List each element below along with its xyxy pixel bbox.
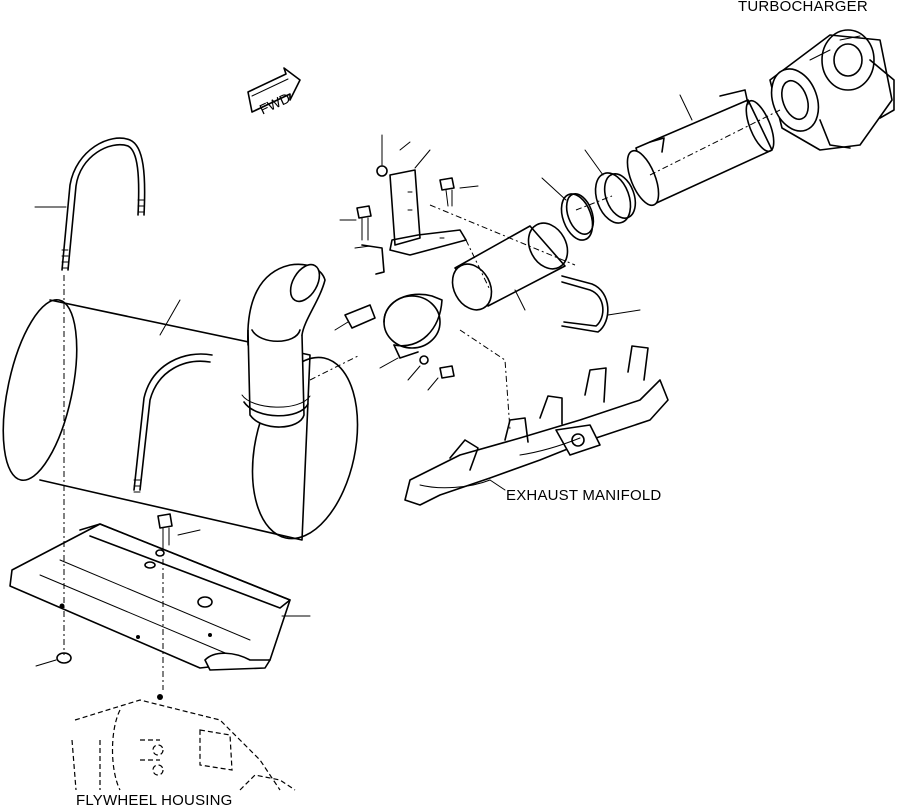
heat-shield-sleeve [626, 89, 775, 207]
muffler [2, 298, 359, 541]
fwd-text: FWD [257, 90, 293, 118]
flywheel-housing [71, 694, 296, 791]
mounting-bracket [339, 134, 479, 275]
outlet-elbow [241, 263, 326, 428]
turbocharger-label: TURBOCHARGER [738, 0, 868, 15]
exhaust-manifold [404, 345, 669, 506]
seal-rings [541, 149, 637, 241]
u-bolt-left [34, 137, 146, 271]
exhaust-manifold-label: EXHAUST MANIFOLD [506, 487, 662, 504]
pipe-clamp [334, 293, 455, 391]
intermediate-pipe [451, 222, 569, 311]
flywheel-housing-label: FLYWHEEL HOUSING [76, 792, 233, 809]
fwd-arrow: FWD [247, 67, 301, 118]
assembly-centerlines [63, 109, 781, 690]
turbocharger [769, 29, 895, 151]
u-bolt-right [561, 275, 641, 333]
heat-shield-plate [9, 513, 311, 671]
